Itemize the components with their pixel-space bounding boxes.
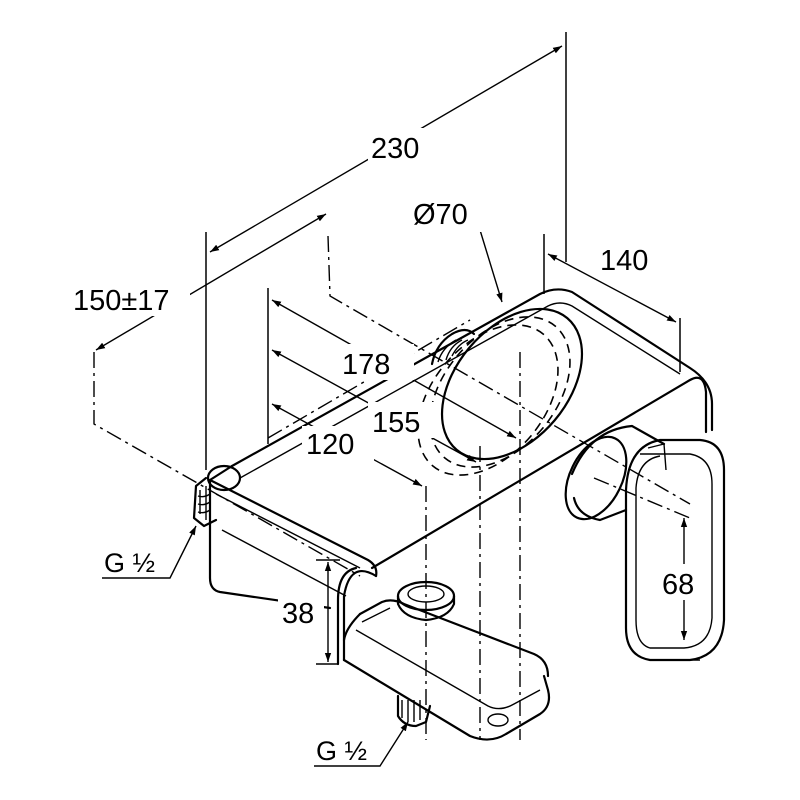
dim-center-distance: 150±17 xyxy=(73,285,170,317)
left-inlet-thread xyxy=(192,464,242,528)
dim-body-height: 38 xyxy=(282,598,314,630)
bottom-outlet-thread xyxy=(396,694,509,728)
dim-diameter: Ø70 xyxy=(413,199,468,231)
thread-label-bottom: G ½ xyxy=(316,736,367,766)
thread-label-left: G ½ xyxy=(104,548,155,578)
dim-diverter-offset: 155 xyxy=(372,407,420,439)
dim-spout-reach: 178 xyxy=(342,349,390,381)
dim-handle-height: 68 xyxy=(662,569,694,601)
spout xyxy=(342,599,551,741)
dim-overall-width: 230 xyxy=(371,133,419,165)
dim-depth: 140 xyxy=(600,245,648,277)
handle xyxy=(564,424,726,662)
dim-inlet-offset: 120 xyxy=(306,429,354,461)
dimension-labels: 230 Ø70 140 150±17 178 155 120 38 68 G ½… xyxy=(70,128,708,766)
